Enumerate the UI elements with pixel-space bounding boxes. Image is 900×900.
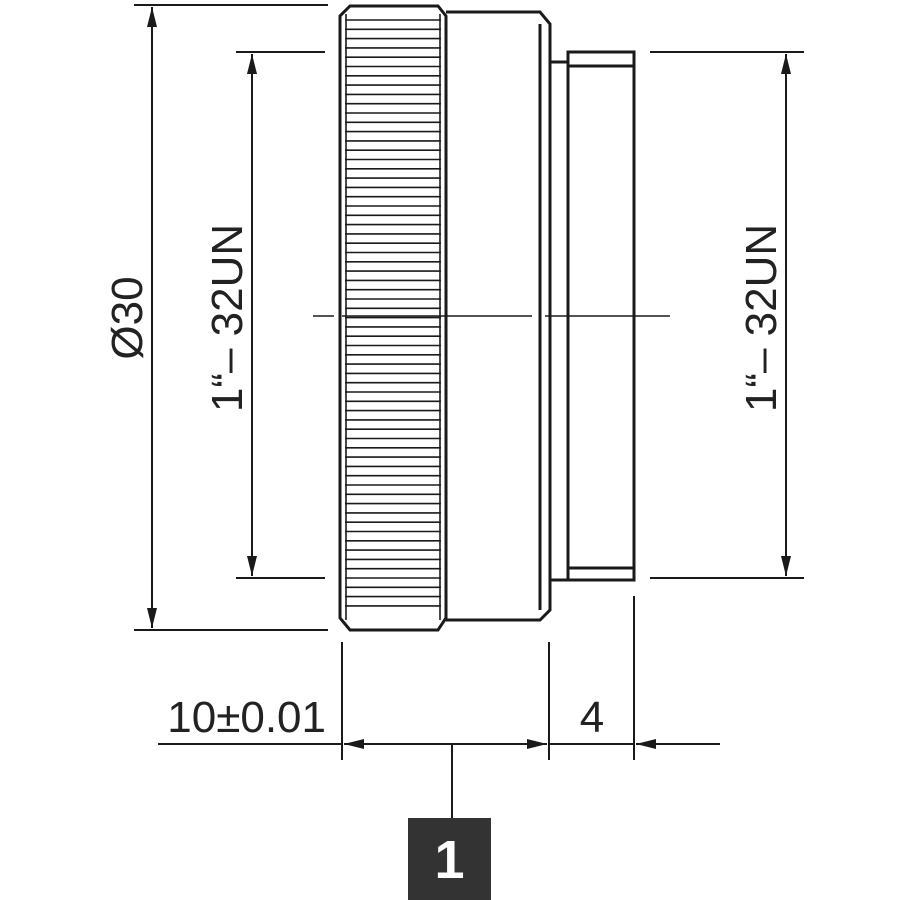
thread-end-outline xyxy=(566,50,636,582)
dim-label-length-main: 10±0.01 xyxy=(167,693,326,742)
dim-label-thread-right: 1“– 32UN xyxy=(737,224,786,412)
dim-label-diameter: Ø30 xyxy=(103,276,152,359)
dim-label-length-step: 4 xyxy=(580,693,604,742)
dim-label-thread-left: 1“– 32UN xyxy=(203,224,252,412)
dimension-lines xyxy=(147,7,791,818)
part-body xyxy=(338,4,636,632)
callout-box xyxy=(408,818,491,900)
knurling-pattern xyxy=(345,14,441,620)
neck-outline xyxy=(550,60,570,582)
callout-number: 1 xyxy=(434,830,464,890)
body-outline xyxy=(446,10,552,622)
callout-badge: 1 xyxy=(408,818,491,900)
knurled-nut-outline xyxy=(338,4,448,632)
extension-lines xyxy=(134,4,804,760)
